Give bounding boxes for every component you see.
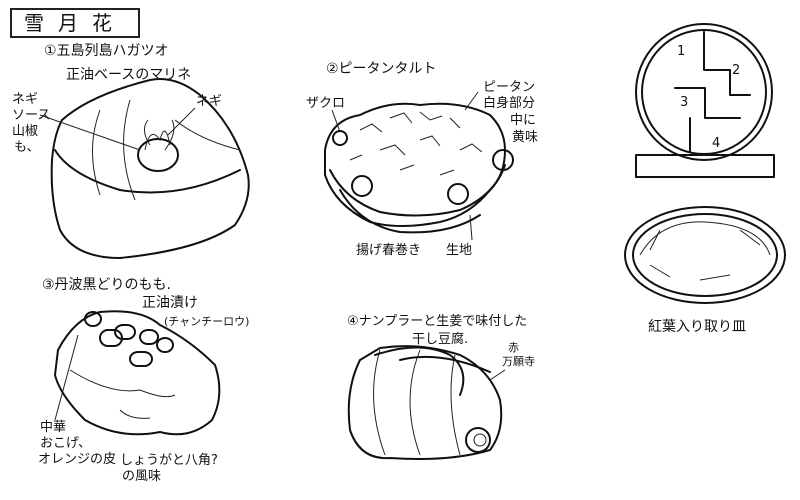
dish3-heading: ③丹波黒どりのもも.	[42, 277, 172, 293]
side-plate-sketch	[624, 206, 786, 304]
menu-title: 雪月花	[10, 8, 140, 38]
plate-number-1: 1	[677, 44, 686, 59]
dish3-note-bottom-2: の風味	[122, 469, 162, 484]
dish3-note-left-2: おこげ、	[40, 436, 92, 451]
dish2-note-right-2: 白身部分	[483, 96, 536, 111]
dish2-bottom-left: 揚げ春巻き	[356, 243, 422, 258]
plate-number-3: 3	[680, 95, 689, 110]
dish2-sketch	[324, 91, 514, 241]
dish2-heading: ②ピータンタルト	[326, 61, 437, 77]
dish1-subheading: 正油ベースのマリネ	[66, 67, 192, 83]
dish4-note-right-2: 万願寺	[502, 355, 535, 368]
dish3-subheading: 正油漬け	[142, 295, 198, 311]
layout-plate-sketch	[635, 23, 775, 178]
dish3-note-left-3: オレンジの皮	[38, 452, 117, 467]
side-plate-caption: 紅葉入り取り皿	[648, 319, 746, 335]
plate-number-4: 4	[712, 136, 721, 151]
dish2-note-right-3: 中に	[510, 113, 537, 128]
dish3-sketch	[54, 310, 221, 436]
dish3-note-left-1: 中華	[40, 420, 67, 435]
dish4-heading: ④ナンプラーと生姜で味付した	[347, 314, 528, 329]
dish4-sketch	[347, 345, 506, 460]
dish1-note-left-2: ソース	[12, 108, 51, 123]
plate-number-2: 2	[732, 63, 741, 78]
dish1-note-left-3: 山椒	[12, 124, 39, 139]
dish1-heading: ①五島列島ハガツオ	[44, 43, 169, 59]
dish1-note-right: ネギ	[196, 94, 223, 109]
dish4-subheading: 干し豆腐.	[412, 332, 469, 347]
dish2-note-right-1: ピータン	[483, 80, 536, 95]
dish2-bottom-right: 生地	[446, 243, 473, 258]
dish3-reading: (チャンチーロウ)	[164, 315, 250, 328]
dish1-sketch	[39, 78, 250, 259]
dish1-note-left-1: ネギ	[12, 92, 39, 107]
dish2-note-right-4: 黄味	[512, 130, 539, 145]
dish3-note-bottom-1: しょうがと八角?	[120, 453, 218, 468]
dish2-note-left: ザクロ	[306, 96, 346, 111]
dish1-note-left-4: も、	[14, 140, 40, 155]
dish4-note-right-1: 赤	[508, 341, 519, 354]
